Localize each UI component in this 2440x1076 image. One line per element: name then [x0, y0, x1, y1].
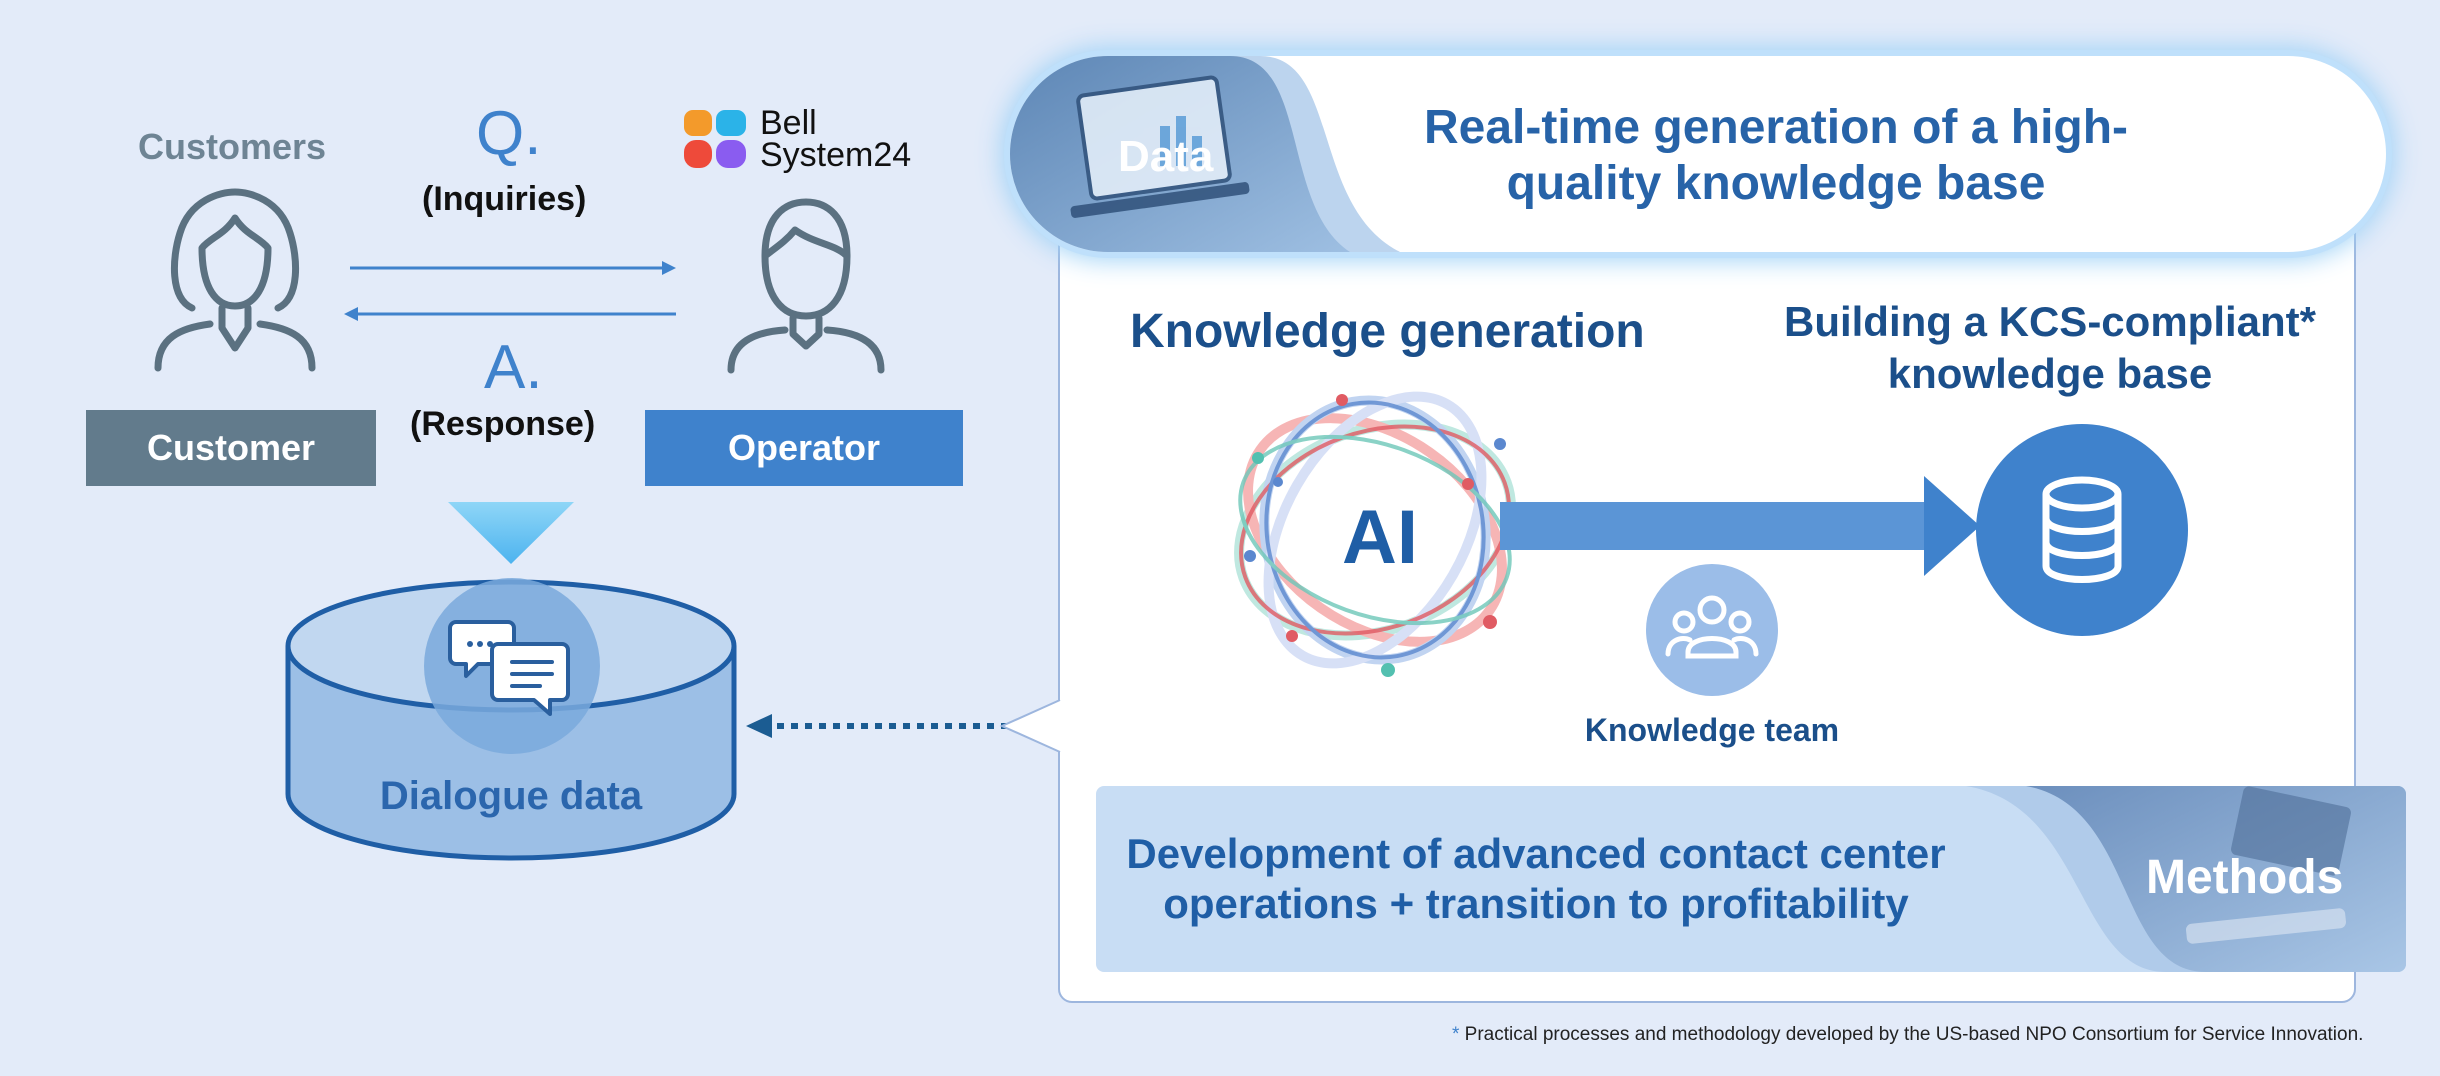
bell-system24-logo: Bell System24 — [684, 104, 944, 174]
dialogue-data-label: Dialogue data — [379, 774, 643, 818]
ai-orbit-rings-icon — [1234, 391, 1516, 677]
methods-box: Development of advanced contact center o… — [1096, 786, 2406, 972]
headline-line1: Real-time generation of a high- — [1423, 101, 2129, 154]
knowledge-database-icon — [1976, 424, 2188, 636]
customer-label: Customer — [146, 427, 316, 468]
customer-person-icon — [154, 188, 316, 372]
response-label: (Response) — [410, 405, 596, 443]
a-letter: A. — [484, 333, 543, 402]
knowledge-generation-title: Knowledge generation — [1130, 305, 1645, 358]
customer-label-box: Customer — [86, 410, 376, 486]
logo-text-system24: System24 — [760, 136, 912, 174]
footnote-text: Practical processes and methodology deve… — [1459, 1024, 2364, 1045]
knowledge-team-icon — [1646, 564, 1778, 696]
building-title-line2: knowledge base — [1887, 350, 2213, 397]
headline-line2: quality knowledge base — [1506, 157, 2046, 210]
laptop-photo-wave — [1010, 56, 1400, 252]
footnote: * Practical processes and methodology de… — [1452, 1024, 2363, 1046]
methods-badge: Methods — [2146, 851, 2344, 904]
dotted-feedback-arrow — [746, 714, 1008, 738]
panel-callout-notch — [999, 699, 1061, 753]
logo-mark-icon — [684, 110, 746, 168]
generation-arrow — [1500, 476, 1980, 576]
logo-text-bell: Bell — [760, 104, 817, 142]
methods-photo-wave — [1966, 786, 2406, 972]
exchange-arrows — [344, 261, 676, 321]
inquiries-label: (Inquiries) — [422, 180, 587, 218]
operator-label: Operator — [727, 427, 881, 468]
ai-label: AI — [1342, 495, 1418, 580]
chat-bubbles-icon — [424, 578, 600, 754]
customers-heading: Customers — [138, 126, 327, 167]
knowledge-team-label: Knowledge team — [1584, 712, 1840, 748]
data-badge: Data — [1118, 132, 1214, 181]
data-headline-pill: Data Real-time generation of a high- qua… — [1010, 56, 2386, 252]
footnote-asterisk: * — [1452, 1024, 1460, 1045]
operator-label-box: Operator — [645, 410, 963, 486]
methods-line2: operations + transition to profitability — [1163, 880, 1909, 927]
operator-person-icon — [727, 198, 885, 374]
building-title-line1: Building a KCS-compliant* — [1783, 298, 2316, 345]
q-letter: Q. — [476, 99, 542, 168]
down-triangle-icon — [448, 502, 574, 564]
methods-line1: Development of advanced contact center — [1126, 830, 1946, 877]
